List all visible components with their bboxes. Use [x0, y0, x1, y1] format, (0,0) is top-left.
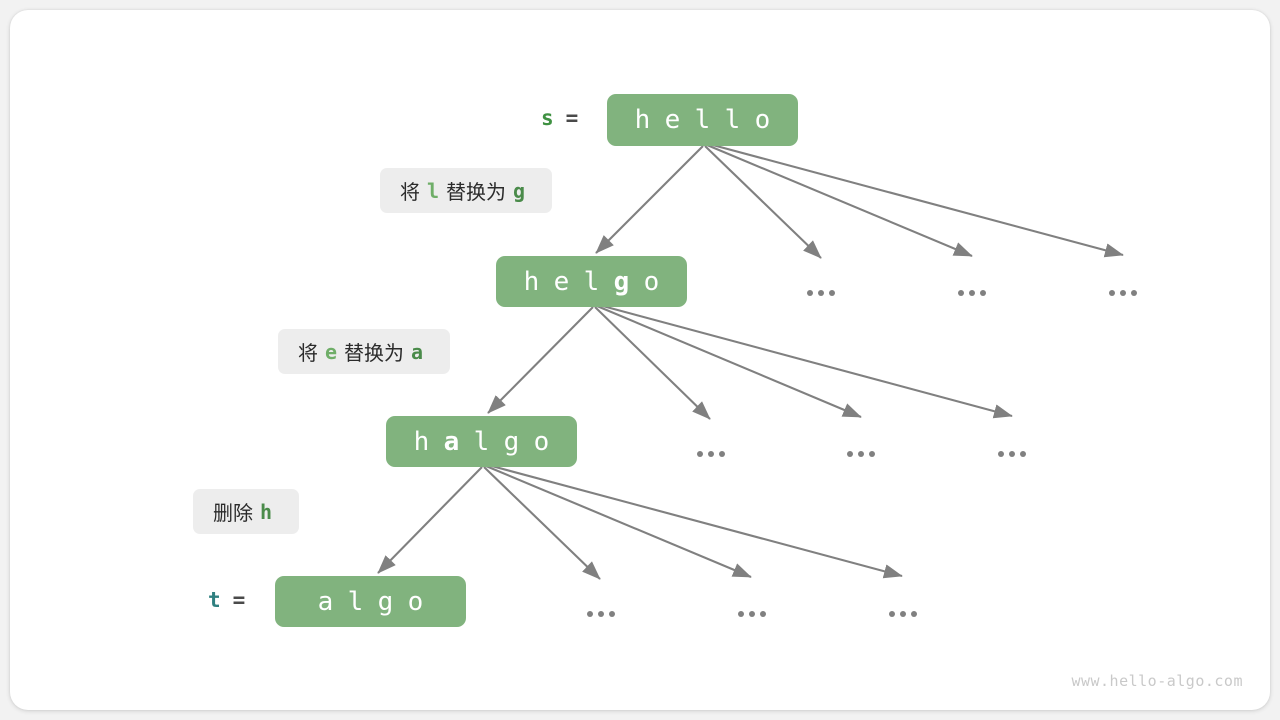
- ellipsis-r3-c1-dot-1: [598, 611, 604, 617]
- arrow-halgo-to-dots2: [485, 465, 752, 578]
- ellipsis-r3-c3-dot-0: [889, 611, 895, 617]
- char-helgo-3: g: [613, 266, 630, 297]
- arrow-hello-to-dots3: [708, 142, 1124, 258]
- ellipsis-r3-c3-dot-1: [900, 611, 906, 617]
- char-helgo-0: h: [523, 266, 540, 297]
- ellipsis-r3-c2-dot-1: [749, 611, 755, 617]
- char-halgo-4: o: [533, 426, 550, 457]
- char-algo-3: o: [407, 586, 424, 617]
- op-replace-e-a-from-char: e: [325, 339, 338, 364]
- ellipsis-r3-c2-dot-0: [738, 611, 744, 617]
- ellipsis-r1-c1: [807, 290, 835, 296]
- ellipsis-r3-c2: [738, 611, 766, 617]
- variable-name-t: t: [208, 588, 221, 612]
- ellipsis-r2-c2-dot-0: [847, 451, 853, 457]
- arrow-helgo-to-dots2: [596, 305, 862, 418]
- ellipsis-r2-c3-dot-2: [1020, 451, 1026, 457]
- variable-label-t: t=: [208, 588, 245, 612]
- ellipsis-r3-c3-dot-2: [911, 611, 917, 617]
- ellipsis-r3-c1-dot-2: [609, 611, 615, 617]
- op-replace-e-a-middle: 替换为: [344, 341, 405, 365]
- op-delete-h-from-char: h: [260, 499, 273, 524]
- char-algo-2: g: [377, 586, 394, 617]
- arrow-halgo-to-algo: [377, 466, 483, 574]
- char-algo-0: a: [317, 586, 334, 617]
- ellipsis-r1-c1-dot-2: [829, 290, 835, 296]
- ellipsis-r1-c3-dot-2: [1131, 290, 1137, 296]
- op-delete-h-prefix: 删除: [213, 501, 253, 525]
- ellipsis-r3-c3: [889, 611, 917, 617]
- op-replace-e-a-to-char: a: [411, 339, 424, 364]
- arrow-hello-to-dots1: [704, 145, 822, 259]
- arrow-helgo-to-dots3: [598, 303, 1013, 419]
- ellipsis-r1-c2-dot-0: [958, 290, 964, 296]
- ellipsis-r2-c3: [998, 451, 1026, 457]
- ellipsis-r2-c1-dot-1: [708, 451, 714, 457]
- ellipsis-r2-c1-dot-2: [719, 451, 725, 457]
- variable-name-s: s: [541, 106, 554, 130]
- char-hello-4: o: [754, 105, 771, 135]
- ellipsis-r1-c3: [1109, 290, 1137, 296]
- ellipsis-r2-c3-dot-1: [1009, 451, 1015, 457]
- arrow-halgo-to-dots1: [483, 466, 601, 580]
- variable-equals-s: =: [565, 106, 579, 130]
- ellipsis-r2-c1: [697, 451, 725, 457]
- ellipsis-r1-c3-dot-0: [1109, 290, 1115, 296]
- watermark: www.hello-algo.com: [1071, 672, 1243, 690]
- ellipsis-r2-c2-dot-1: [858, 451, 864, 457]
- ellipsis-r3-c1: [587, 611, 615, 617]
- ellipsis-r1-c2-dot-2: [980, 290, 986, 296]
- arrow-hello-to-helgo: [595, 145, 704, 254]
- char-halgo-3: g: [503, 426, 520, 457]
- char-halgo-2: l: [473, 426, 490, 457]
- char-hello-1: e: [664, 105, 681, 135]
- ellipsis-r1-c1-dot-0: [807, 290, 813, 296]
- op-delete-h: 删除 h: [193, 489, 300, 534]
- op-replace-l-g-prefix: 将: [400, 180, 420, 204]
- ellipsis-r2-c1-dot-0: [697, 451, 703, 457]
- arrow-helgo-to-dots1: [594, 306, 711, 420]
- char-halgo-0: h: [413, 426, 430, 457]
- op-replace-l-g-to-char: g: [513, 178, 526, 203]
- ellipsis-r2-c3-dot-0: [998, 451, 1004, 457]
- op-replace-l-g-middle: 替换为: [446, 180, 507, 204]
- char-hello-0: h: [634, 105, 651, 135]
- variable-label-s: s=: [541, 106, 578, 130]
- variable-equals-t: =: [232, 588, 246, 612]
- arrow-halgo-to-dots3: [487, 463, 903, 579]
- op-replace-l-g-from-char: l: [427, 178, 440, 203]
- ellipsis-r1-c2: [958, 290, 986, 296]
- char-helgo-4: o: [643, 266, 660, 297]
- char-halgo-1: a: [443, 426, 460, 457]
- char-helgo-1: e: [553, 266, 570, 297]
- ellipsis-r1-c2-dot-1: [969, 290, 975, 296]
- char-hello-3: l: [724, 105, 741, 135]
- ellipsis-r2-c2-dot-2: [869, 451, 875, 457]
- ellipsis-r3-c2-dot-2: [760, 611, 766, 617]
- ellipsis-r2-c2: [847, 451, 875, 457]
- arrow-hello-to-dots2: [706, 144, 973, 257]
- char-algo-1: l: [347, 586, 364, 617]
- char-hello-2: l: [694, 105, 711, 135]
- ellipsis-r3-c1-dot-0: [587, 611, 593, 617]
- op-replace-e-a-prefix: 将: [298, 341, 318, 365]
- ellipsis-r1-c3-dot-1: [1120, 290, 1126, 296]
- char-helgo-2: l: [583, 266, 600, 297]
- ellipsis-r1-c1-dot-1: [818, 290, 824, 296]
- arrow-helgo-to-halgo: [487, 306, 594, 414]
